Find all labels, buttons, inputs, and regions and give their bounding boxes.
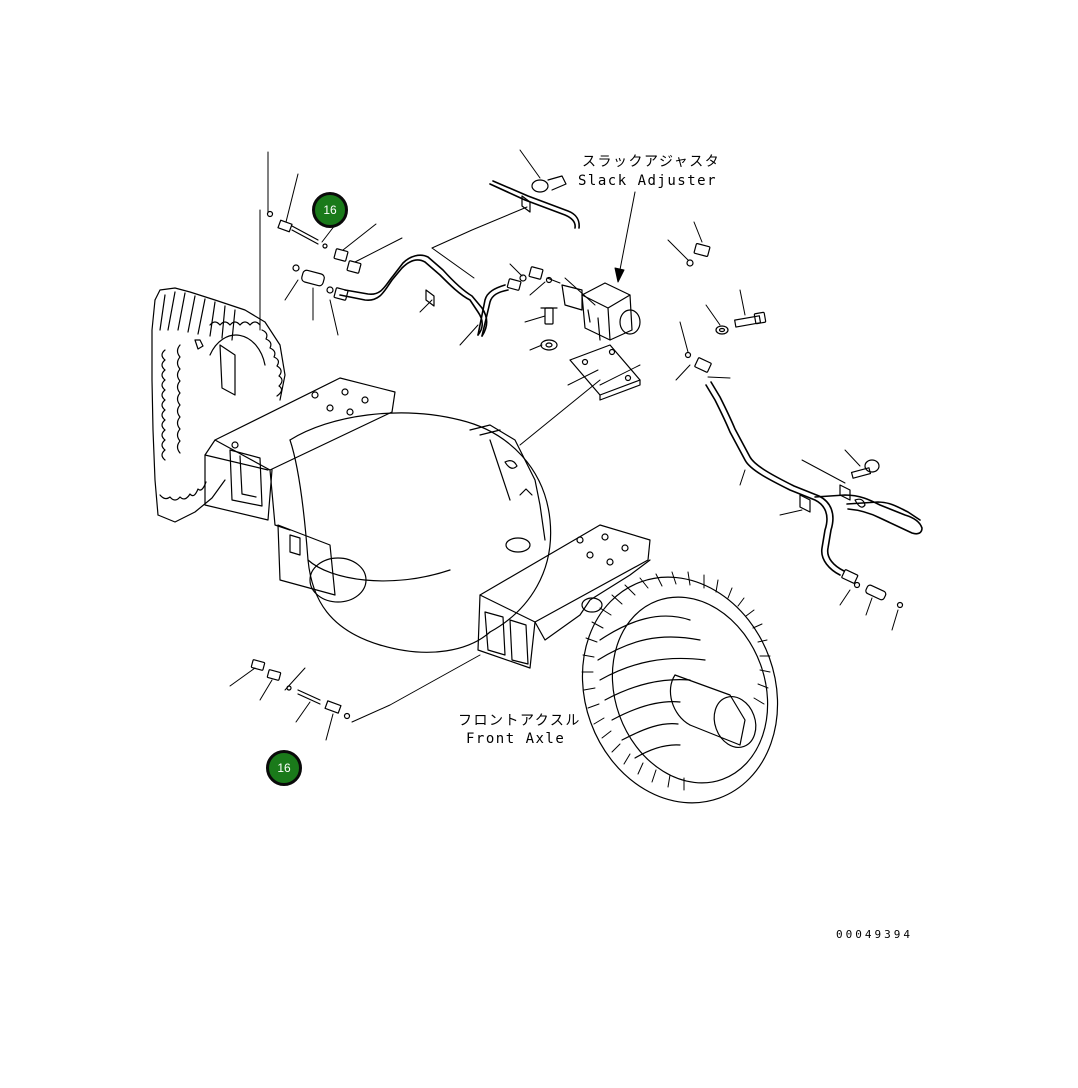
right-wheel-hub <box>581 571 779 804</box>
left-wheel-hub <box>151 287 286 523</box>
left-axle-bracket <box>204 344 396 531</box>
differential-housing <box>277 412 552 653</box>
slack-adjuster-jp-label: スラックアジャスタ <box>582 154 721 170</box>
bracket-clamps <box>425 195 866 513</box>
front-axle-en-label: Front Axle <box>466 731 566 747</box>
leader-lines <box>229 149 899 741</box>
front-axle-jp-label: フロントアクスル <box>458 713 581 729</box>
right-axle-bracket <box>477 524 651 669</box>
brake-tubes <box>339 180 923 576</box>
callout-badge-bottom[interactable]: 16 <box>266 750 302 786</box>
figure-number: 00049394 <box>836 928 913 941</box>
fittings <box>250 175 904 720</box>
slack-adjuster-assembly <box>540 282 641 401</box>
slack-adjuster-en-label: Slack Adjuster <box>578 173 718 189</box>
callout-badge-top[interactable]: 16 <box>312 192 348 228</box>
